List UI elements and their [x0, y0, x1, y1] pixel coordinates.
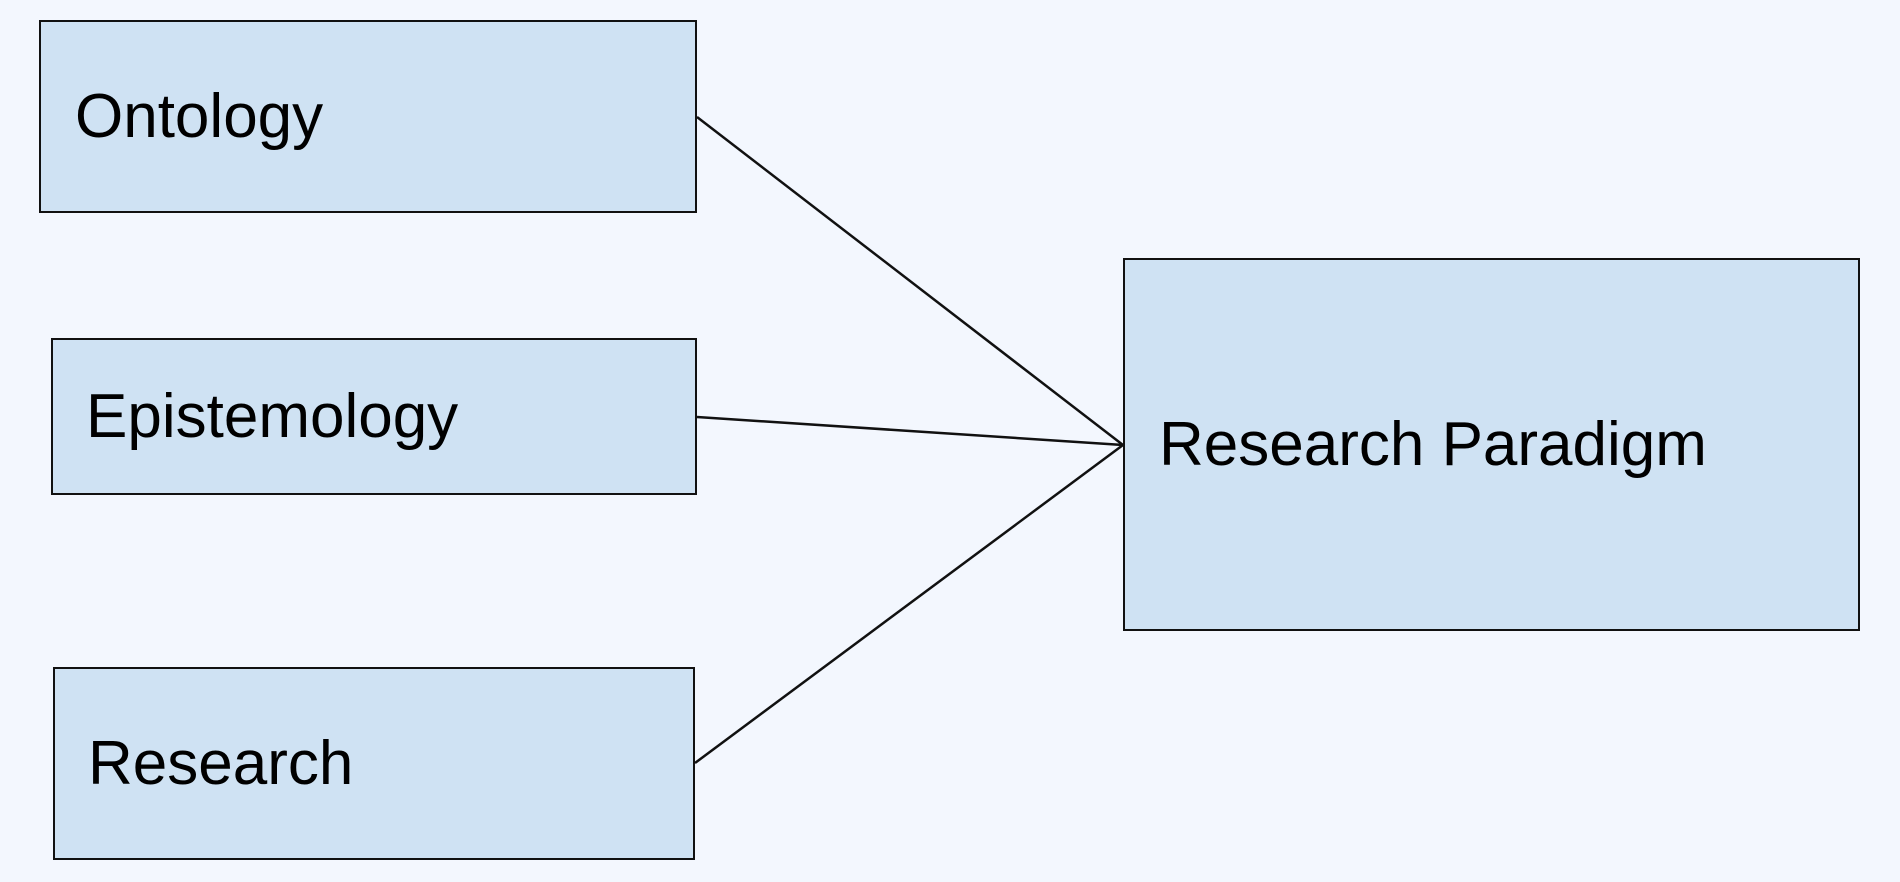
edge-research-to-paradigm	[694, 443, 1124, 765]
node-epistemology: Epistemology	[51, 338, 697, 495]
node-research-paradigm: Research Paradigm	[1123, 258, 1860, 631]
node-research-paradigm-label: Research Paradigm	[1159, 409, 1707, 479]
node-research: Research	[53, 667, 695, 860]
node-ontology: Ontology	[39, 20, 697, 213]
node-research-label: Research	[88, 728, 354, 798]
edge-epistemology-to-paradigm	[696, 415, 1124, 447]
node-epistemology-label: Epistemology	[86, 381, 459, 451]
edge-ontology-to-paradigm	[696, 116, 1124, 446]
node-ontology-label: Ontology	[75, 81, 324, 151]
